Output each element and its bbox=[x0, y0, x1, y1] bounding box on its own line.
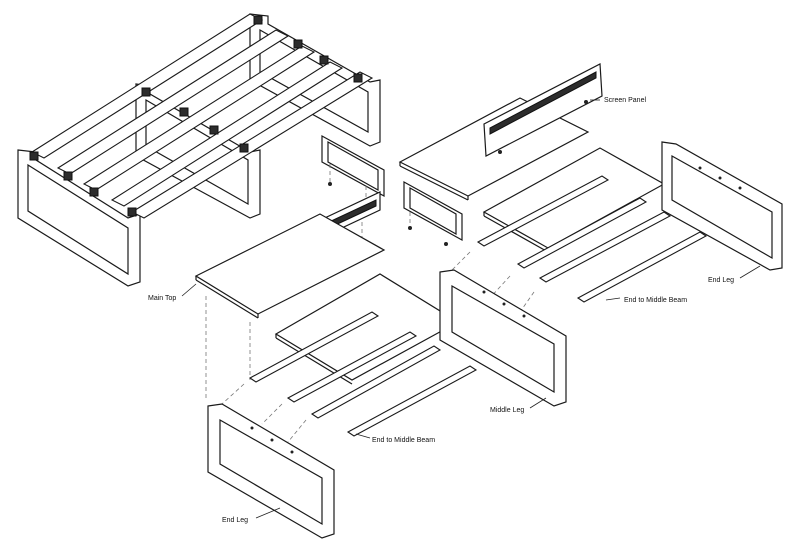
middle-leg bbox=[439, 269, 567, 407]
label-end-to-middle-beam-center: End to Middle Beam bbox=[372, 437, 435, 444]
leader-lines bbox=[181, 265, 761, 519]
label-middle-leg: Middle Leg bbox=[490, 407, 524, 414]
right-end-leg bbox=[661, 141, 783, 271]
right-top-assembly bbox=[398, 63, 603, 201]
bottom-end-leg bbox=[207, 403, 335, 539]
label-end-leg-right: End Leg bbox=[708, 277, 734, 284]
beams-right bbox=[449, 175, 708, 313]
main-top bbox=[194, 213, 386, 400]
label-end-to-middle-beam-right: End to Middle Beam bbox=[624, 297, 687, 304]
assembled-frame bbox=[17, 13, 381, 287]
label-main-top: Main Top bbox=[148, 295, 176, 302]
beams-center bbox=[221, 311, 478, 443]
label-screen-panel: Screen Panel bbox=[604, 97, 646, 104]
label-end-leg-bottom: End Leg bbox=[222, 517, 248, 524]
